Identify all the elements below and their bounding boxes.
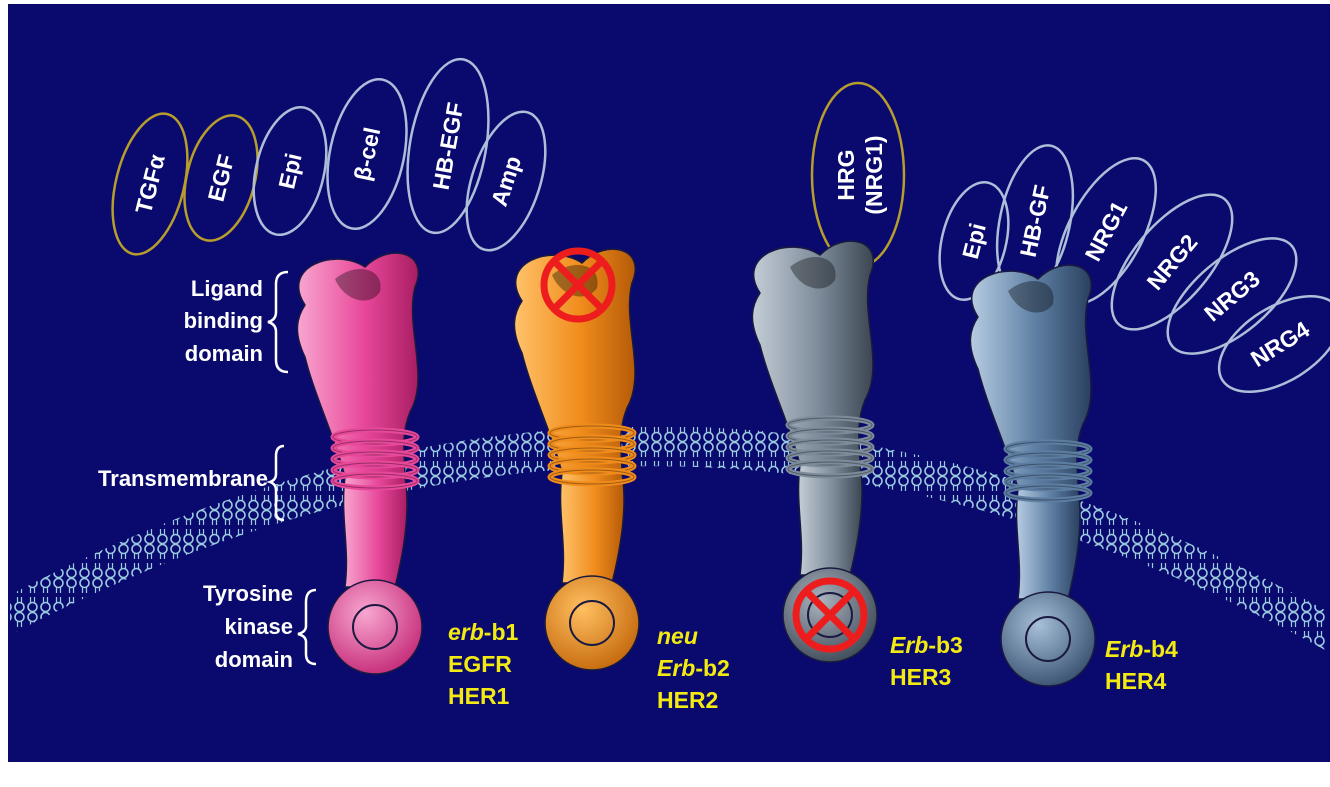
receptor-name-rest: HER1 [448,683,510,709]
receptor-name-line: HER3 [890,664,951,690]
receptor-name-rest: HER4 [1105,668,1167,694]
receptor-name-italic: Erb [657,655,695,681]
tyrosine-kinase-domain [545,576,639,670]
tyrosine-kinase-domain [328,580,422,674]
receptor-name-line: Erb-b4 [1105,636,1178,662]
receptor-name-rest: -b2 [695,655,730,681]
tyrosine-kinase-label-line1: Tyrosine [203,581,293,606]
receptor-name-italic: Erb [1105,636,1143,662]
transmembrane-stalk [561,473,624,583]
receptor-name-rest: EGFR [448,651,512,677]
receptor-name-italic: Erb [890,632,928,658]
receptor-name-line: erb-b1 [448,619,519,645]
receptor-name-rest: HER3 [890,664,951,690]
receptor-name-rest: -b3 [928,632,963,658]
ligand-label-hrg-line: (NRG1) [861,135,887,214]
receptor-name-italic: erb [448,619,484,645]
ligand-binding-label-line1: Ligand [191,276,263,301]
receptor-name-line: HER1 [448,683,510,709]
ligand-label-hrg-line: HRG [833,149,859,200]
receptor-name-line: Erb-b2 [657,655,730,681]
transmembrane-stalk [1017,489,1080,599]
receptor-name-rest: HER2 [657,687,718,713]
tyrosine-kinase-label-line3: domain [215,647,293,672]
receptor-name-italic: neu [657,623,698,649]
receptor-name-line: HER2 [657,687,718,713]
receptor-name-line: EGFR [448,651,512,677]
transmembrane-stalk [799,465,862,575]
transmembrane-stalk [344,477,407,587]
tyrosine-kinase-domain [1001,592,1095,686]
ligand-binding-label-line3: domain [185,341,263,366]
receptor-name-line: HER4 [1105,668,1167,694]
transmembrane-label: Transmembrane [98,466,268,491]
ligand-binding-label-line2: binding [184,308,263,333]
receptor-name-rest: -b4 [1143,636,1178,662]
receptor-name-line: Erb-b3 [890,632,963,658]
tyrosine-kinase-label-line2: kinase [225,614,294,639]
receptor-name-line: neu [657,623,698,649]
receptor-name-rest: -b1 [484,619,519,645]
